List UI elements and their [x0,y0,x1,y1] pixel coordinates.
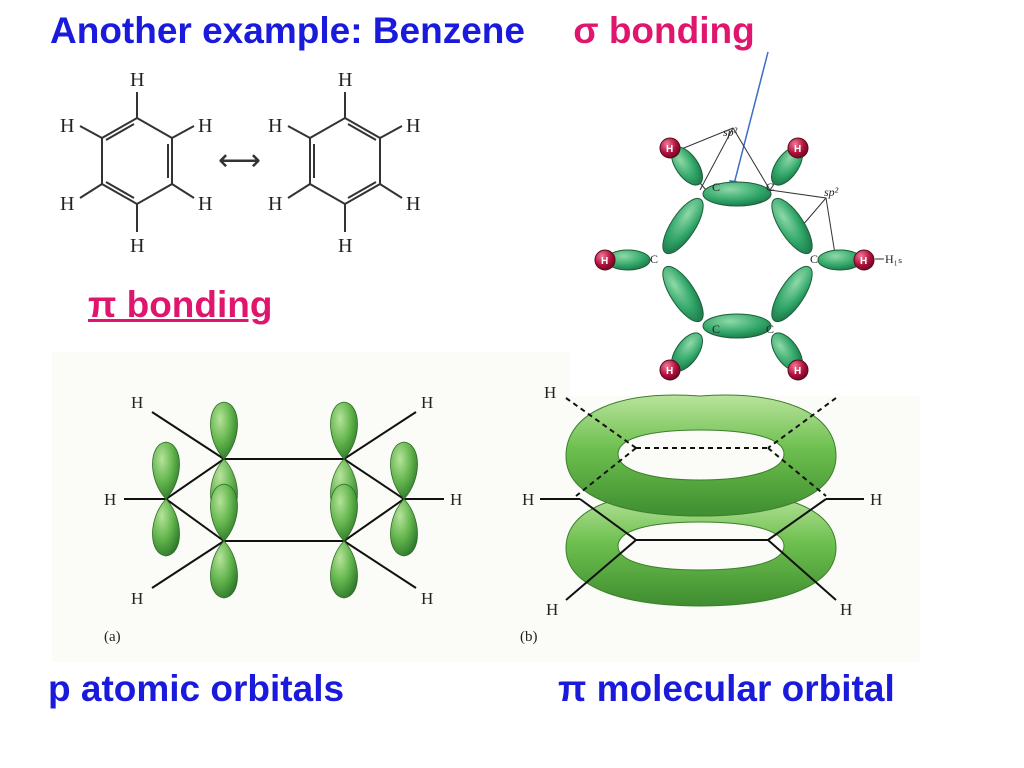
hydrogen-label: H [666,144,673,155]
panel-a-labels: H H H H H H (a) [104,393,462,645]
title-text: Another example: Benzene [50,10,525,51]
atom-label: H [522,490,534,509]
pi-bonding-heading: π bonding [88,284,273,325]
carbon-label: C [712,180,720,194]
atom-label: H [544,383,556,402]
pi-torus [565,394,837,607]
pointer-line [732,51,769,189]
atom-label: H [421,393,433,412]
atom-label: H [104,490,116,509]
atom-label: H [546,600,558,619]
resonance-left-hydrogens: H H H H H H [60,69,212,257]
slide-title: Another example: Benzene σ bonding [50,10,755,52]
carbon-label: C [766,180,774,194]
hydrogen-label: H [601,256,608,267]
atom-label: H [198,193,212,215]
atom-label: H [338,235,352,257]
hydrogen-label: H [666,366,673,377]
atom-label: H [406,193,420,215]
atom-label: H [421,589,433,608]
atom-label: H [870,490,882,509]
atom-label: H [268,193,282,215]
carbon-label: C [766,322,774,336]
sigma-labels: sp² sp² H₁ₛ C C C C C C H H H H H H [601,125,902,377]
p-orbital-lobes [152,401,418,599]
panel-b-bonds [540,397,864,601]
benzene-resonance-right [287,92,403,232]
atom-label: H [60,193,74,215]
hydrogen-label: H [794,144,801,155]
panel-b-labels: H H H H H (b) [520,383,882,645]
carbon-label: C [810,252,818,266]
hydrogen-label: H [860,256,867,267]
atom-label: H [840,600,852,619]
panel-b-label: (b) [520,629,538,645]
sp2-label: sp² [824,185,839,199]
sp2-label: sp² [723,125,738,139]
atom-label: H [338,69,352,91]
atom-label: H [406,115,420,137]
sigma-framework [594,127,884,381]
atom-label: H [130,69,144,91]
atom-label: H [60,115,74,137]
carbon-label: C [712,322,720,336]
atom-label: H [131,393,143,412]
h1s-label: H₁ₛ [885,252,902,266]
atom-label: H [198,115,212,137]
p-atomic-orbitals-caption: p atomic orbitals [48,668,345,709]
panel-a-label: (a) [104,629,121,645]
atom-label: H [131,589,143,608]
resonance-right-hydrogens: H H H H H H [268,69,420,257]
atom-label: H [450,490,462,509]
carbon-label: C [650,252,658,266]
atom-label: H [130,235,144,257]
atom-label: H [268,115,282,137]
pi-molecular-orbital-caption: π molecular orbital [558,668,895,709]
hydrogen-label: H [794,366,801,377]
benzene-resonance-left [79,92,195,232]
sigma-bonding-heading: σ bonding [573,10,755,51]
panel-a-background [52,352,570,662]
resonance-arrow: ⟷ [218,143,261,178]
